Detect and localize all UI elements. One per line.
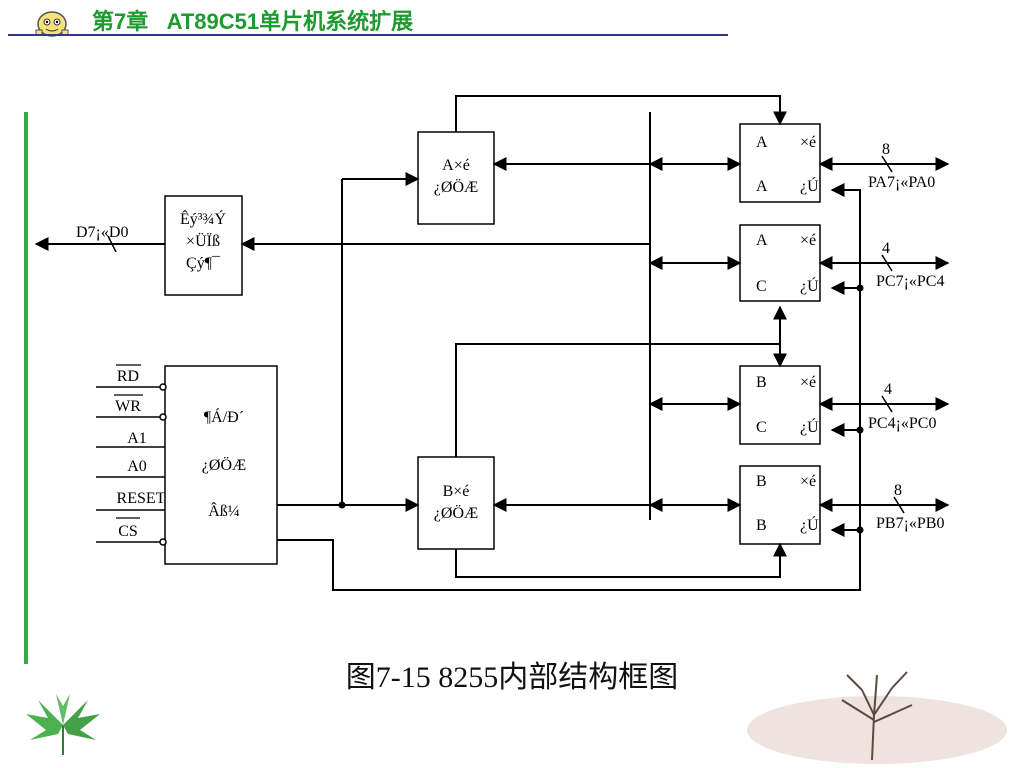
leaf-icon (26, 694, 100, 755)
port-cu-suffix2: ¿Ú (800, 276, 819, 295)
port-cu-label: PC7¡«PC4 (876, 273, 944, 290)
port-cu-width: 4 (882, 240, 890, 257)
port-cu-name: A (756, 232, 768, 249)
port-cu-suffix1: ×é (800, 232, 816, 249)
port-a-width: 8 (882, 141, 890, 158)
data-bus-label: D7¡«D0 (76, 224, 128, 241)
control-text-3: Âß¼­ (208, 501, 240, 520)
port-cl-suffix1: ×é (800, 374, 816, 391)
signal-cs: CS (118, 523, 138, 540)
signal-wr: WR (115, 398, 141, 415)
port-b-suffix1: ×é (800, 473, 816, 490)
port-a-name: A (756, 134, 768, 151)
port-b-label: PB7¡«PB0 (876, 515, 944, 532)
port-cl-name: B (756, 374, 767, 391)
buffer-text-3: Çý¶¯ (186, 255, 221, 272)
header-underline (8, 34, 728, 36)
group-b-text-2: ¿ØÖÆ (434, 504, 478, 522)
signal-a0: A0 (127, 458, 147, 475)
group-a-text-1: A×é (442, 157, 470, 174)
port-b-suffix2: ¿Ú (800, 515, 819, 534)
port-cl-suffix2: ¿Ú (800, 417, 819, 436)
port-b-width: 8 (894, 482, 902, 499)
buffer-text-1: Êý³¾Ý (180, 209, 227, 228)
tree-image (747, 671, 1007, 764)
port-a-suffix2: ¿Ú (800, 176, 819, 195)
signal-rd: RD (117, 368, 139, 385)
port-a-sub: A (756, 178, 768, 195)
slide-header-title: 第7章 AT89C51单片机系统扩展 (92, 9, 414, 34)
port-cu-sub: C (756, 278, 767, 295)
left-accent-bar (24, 112, 28, 664)
control-text-1: ¶Á/Ð´ (204, 407, 244, 426)
buffer-text-2: ×ÜÏß (186, 232, 220, 250)
port-cl-width: 4 (884, 381, 892, 398)
port-cl-sub: C (756, 419, 767, 436)
figure-caption: 图7-15 8255内部结构框图 (345, 661, 679, 694)
port-a-label: PA7¡«PA0 (868, 174, 935, 191)
rw-control-logic-block (164, 365, 278, 565)
signal-reset: RESET (117, 490, 166, 507)
port-b-name: B (756, 473, 767, 490)
group-b-control-block (417, 456, 495, 550)
control-signal-lines (96, 383, 167, 546)
group-a-control-block (417, 131, 495, 225)
group-a-text-2: ¿ØÖÆ (434, 178, 478, 196)
port-a-suffix1: ×é (800, 134, 816, 151)
port-b-sub: B (756, 517, 767, 534)
group-b-text-1: B×é (443, 483, 470, 500)
port-cl-label: PC4¡«PC0 (868, 415, 936, 432)
control-text-2: ¿ØÖÆ (202, 456, 246, 474)
signal-a1: A1 (127, 430, 147, 447)
